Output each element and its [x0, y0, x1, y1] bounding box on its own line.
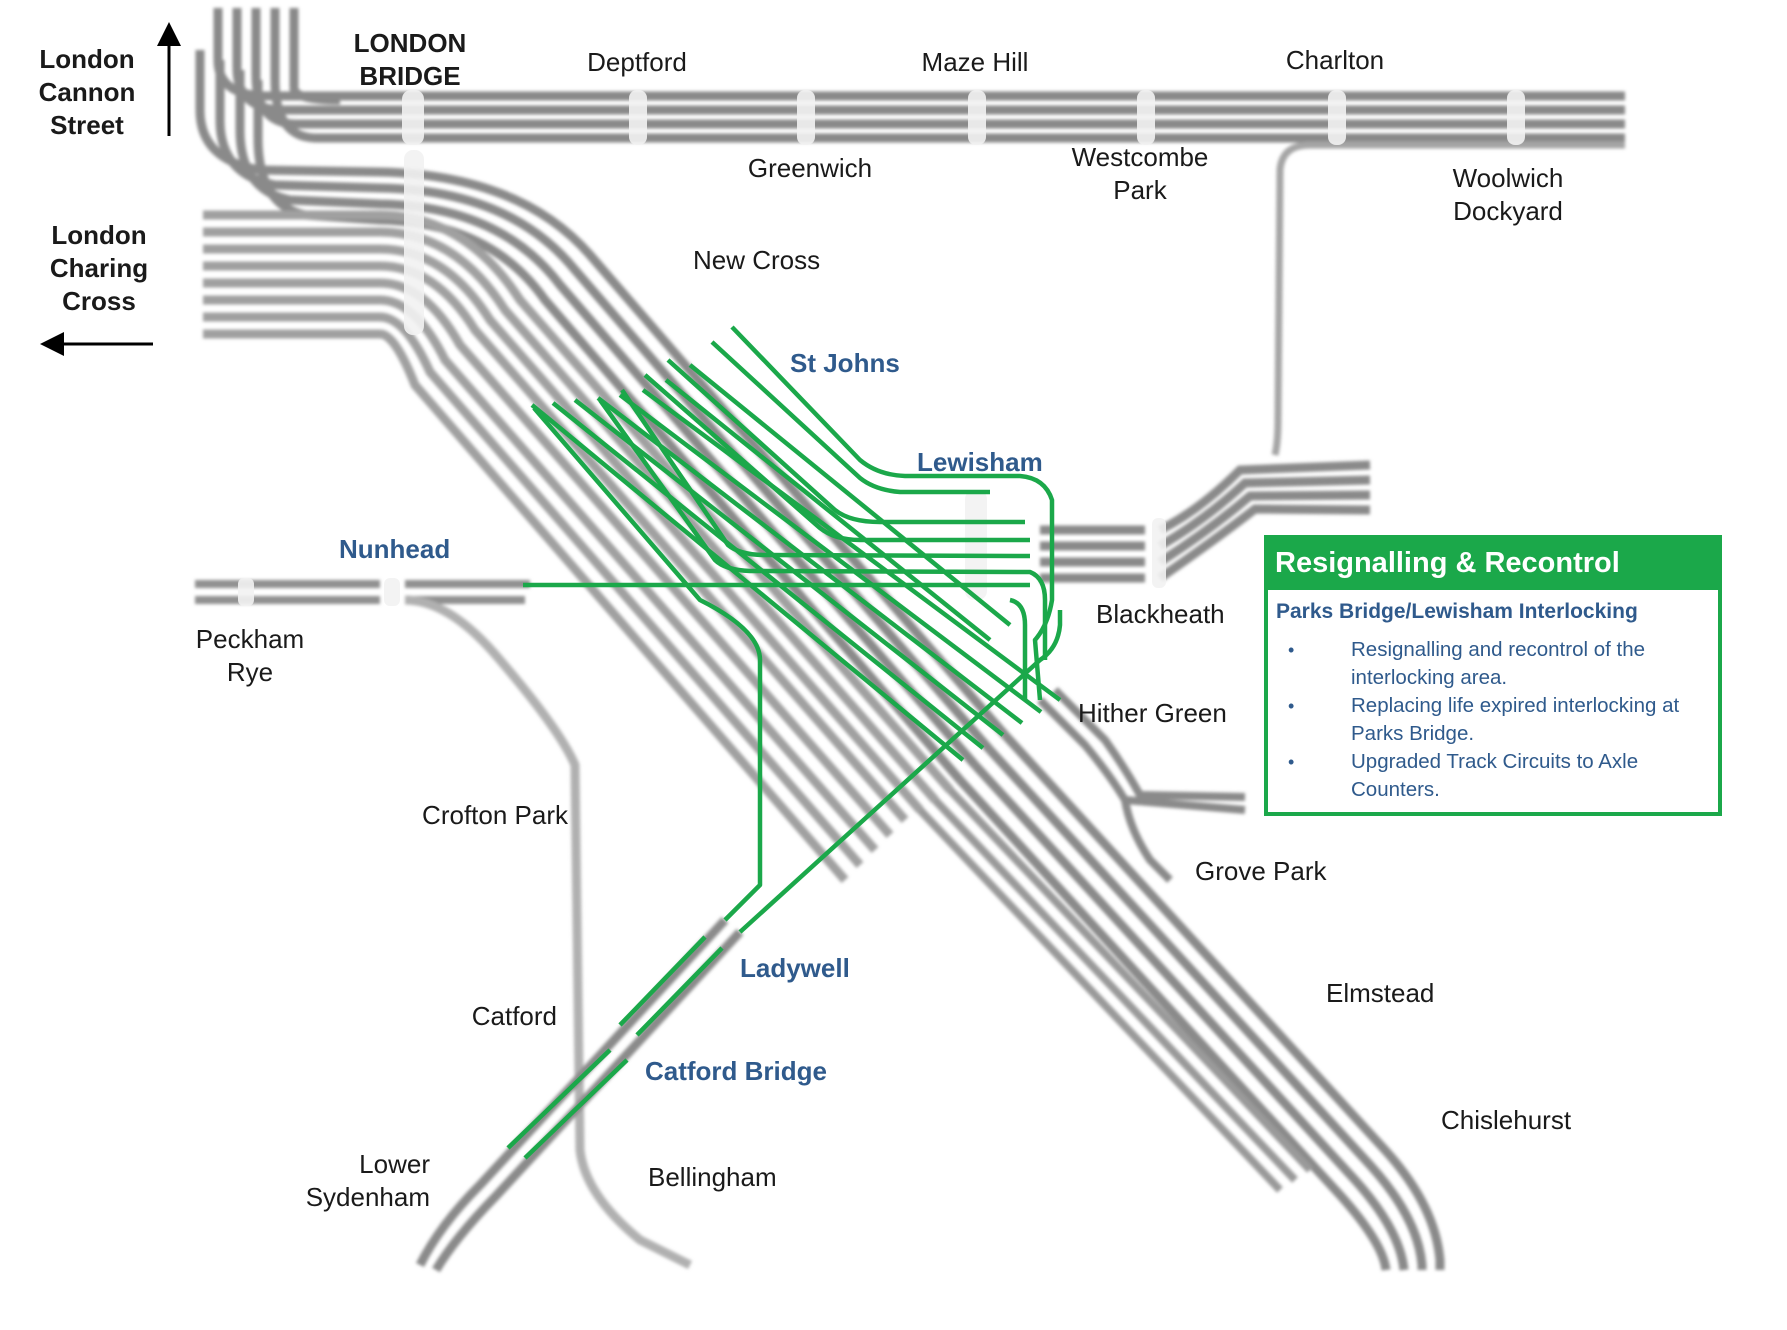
station-london-bridge: LONDON BRIDGE: [353, 28, 467, 91]
mid-kent-line-tracks: [415, 916, 744, 1273]
greenwich-line-tracks: [213, 8, 1625, 143]
info-bullet: Replacing life expired interlocking at P…: [1268, 692, 1718, 748]
station-lower-sydenham: Lower Sydenham: [305, 1149, 430, 1212]
resignalling-area-highlight: [506, 325, 1063, 1160]
station-maze-hill: Maze Hill: [921, 47, 1029, 77]
station-ladywell: Ladywell: [740, 953, 850, 983]
charlton-spur-track: [1271, 141, 1625, 456]
catford-loop-track: [404, 595, 693, 1270]
info-box-title: Resignalling & Recontrol: [1267, 538, 1719, 590]
station-lewisham: Lewisham: [917, 447, 1043, 477]
station-deptford: Deptford: [587, 47, 687, 77]
station-elmstead: Elmstead: [1326, 978, 1435, 1008]
resignalling-info-box: Resignalling & Recontrol Parks Bridge/Le…: [1264, 535, 1722, 816]
direction-label-cannon-street: London Cannon Street: [38, 44, 136, 140]
station-grove-park: Grove Park: [1195, 856, 1327, 886]
blackheath-tracks: [1040, 460, 1371, 583]
station-hither-green: Hither Green: [1078, 698, 1227, 728]
station-catford: Catford: [471, 1001, 557, 1031]
station-crofton-park: Crofton Park: [422, 800, 568, 830]
mid-diagonal-tracks: [917, 787, 1313, 1193]
station-westcombe-park: Westcombe Park: [1071, 142, 1209, 205]
station-charlton: Charlton: [1285, 45, 1385, 75]
main-line-sweep-tracks: [195, 50, 1009, 783]
info-box-subtitle: Parks Bridge/Lewisham Interlocking: [1276, 600, 1638, 623]
station-st-johns: St Johns: [790, 348, 900, 378]
station-bellingham: Bellingham: [648, 1162, 777, 1192]
station-greenwich: Greenwich: [747, 153, 873, 183]
info-bullet: Resignalling and recontrol of the interl…: [1268, 636, 1718, 692]
south-eastern-main-tracks: [956, 731, 1445, 1271]
station-woolwich-dockyard: Woolwich Dockyard: [1452, 163, 1564, 226]
direction-label-charing-cross: London Charing Cross: [49, 220, 149, 316]
station-peckham-rye: Peckham Rye: [195, 624, 305, 687]
station-nunhead: Nunhead: [339, 534, 451, 564]
station-catford-bridge: Catford Bridge: [645, 1056, 827, 1086]
hither-green-loop-tracks: [1037, 687, 1246, 883]
station-blackheath: Blackheath: [1096, 599, 1225, 629]
info-box-bullet-list: Resignalling and recontrol of the interl…: [1268, 636, 1718, 804]
station-chislehurst: Chislehurst: [1441, 1105, 1572, 1135]
info-bullet: Upgraded Track Circuits to Axle Counters…: [1268, 748, 1718, 804]
station-new-cross: New Cross: [693, 245, 821, 275]
